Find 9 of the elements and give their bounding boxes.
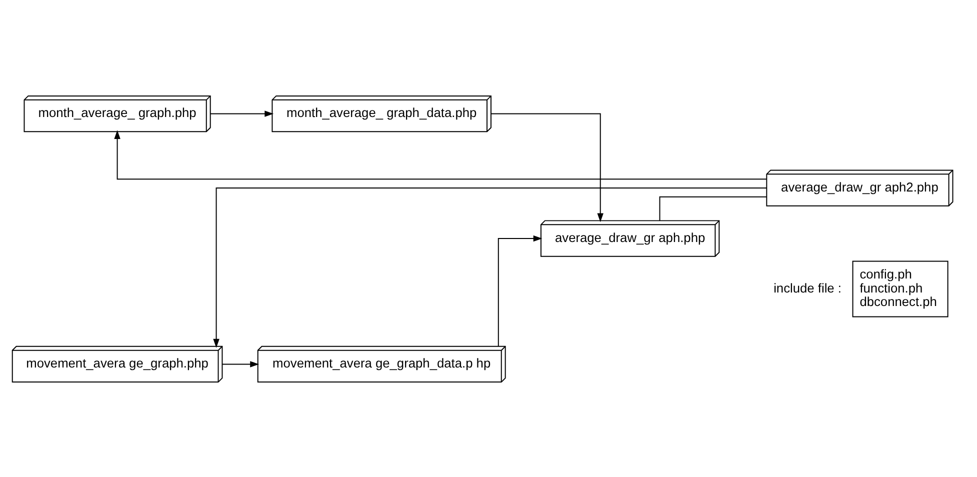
arrow [222, 360, 260, 367]
arrow [498, 234, 542, 346]
connector [659, 196, 767, 221]
arrow [490, 112, 604, 222]
arrow [114, 130, 767, 180]
arrow [210, 110, 274, 116]
node-label: include file : [774, 280, 842, 295]
arrow [213, 187, 767, 348]
node-box: config.ph function.ph dbconnect.ph [852, 260, 948, 317]
